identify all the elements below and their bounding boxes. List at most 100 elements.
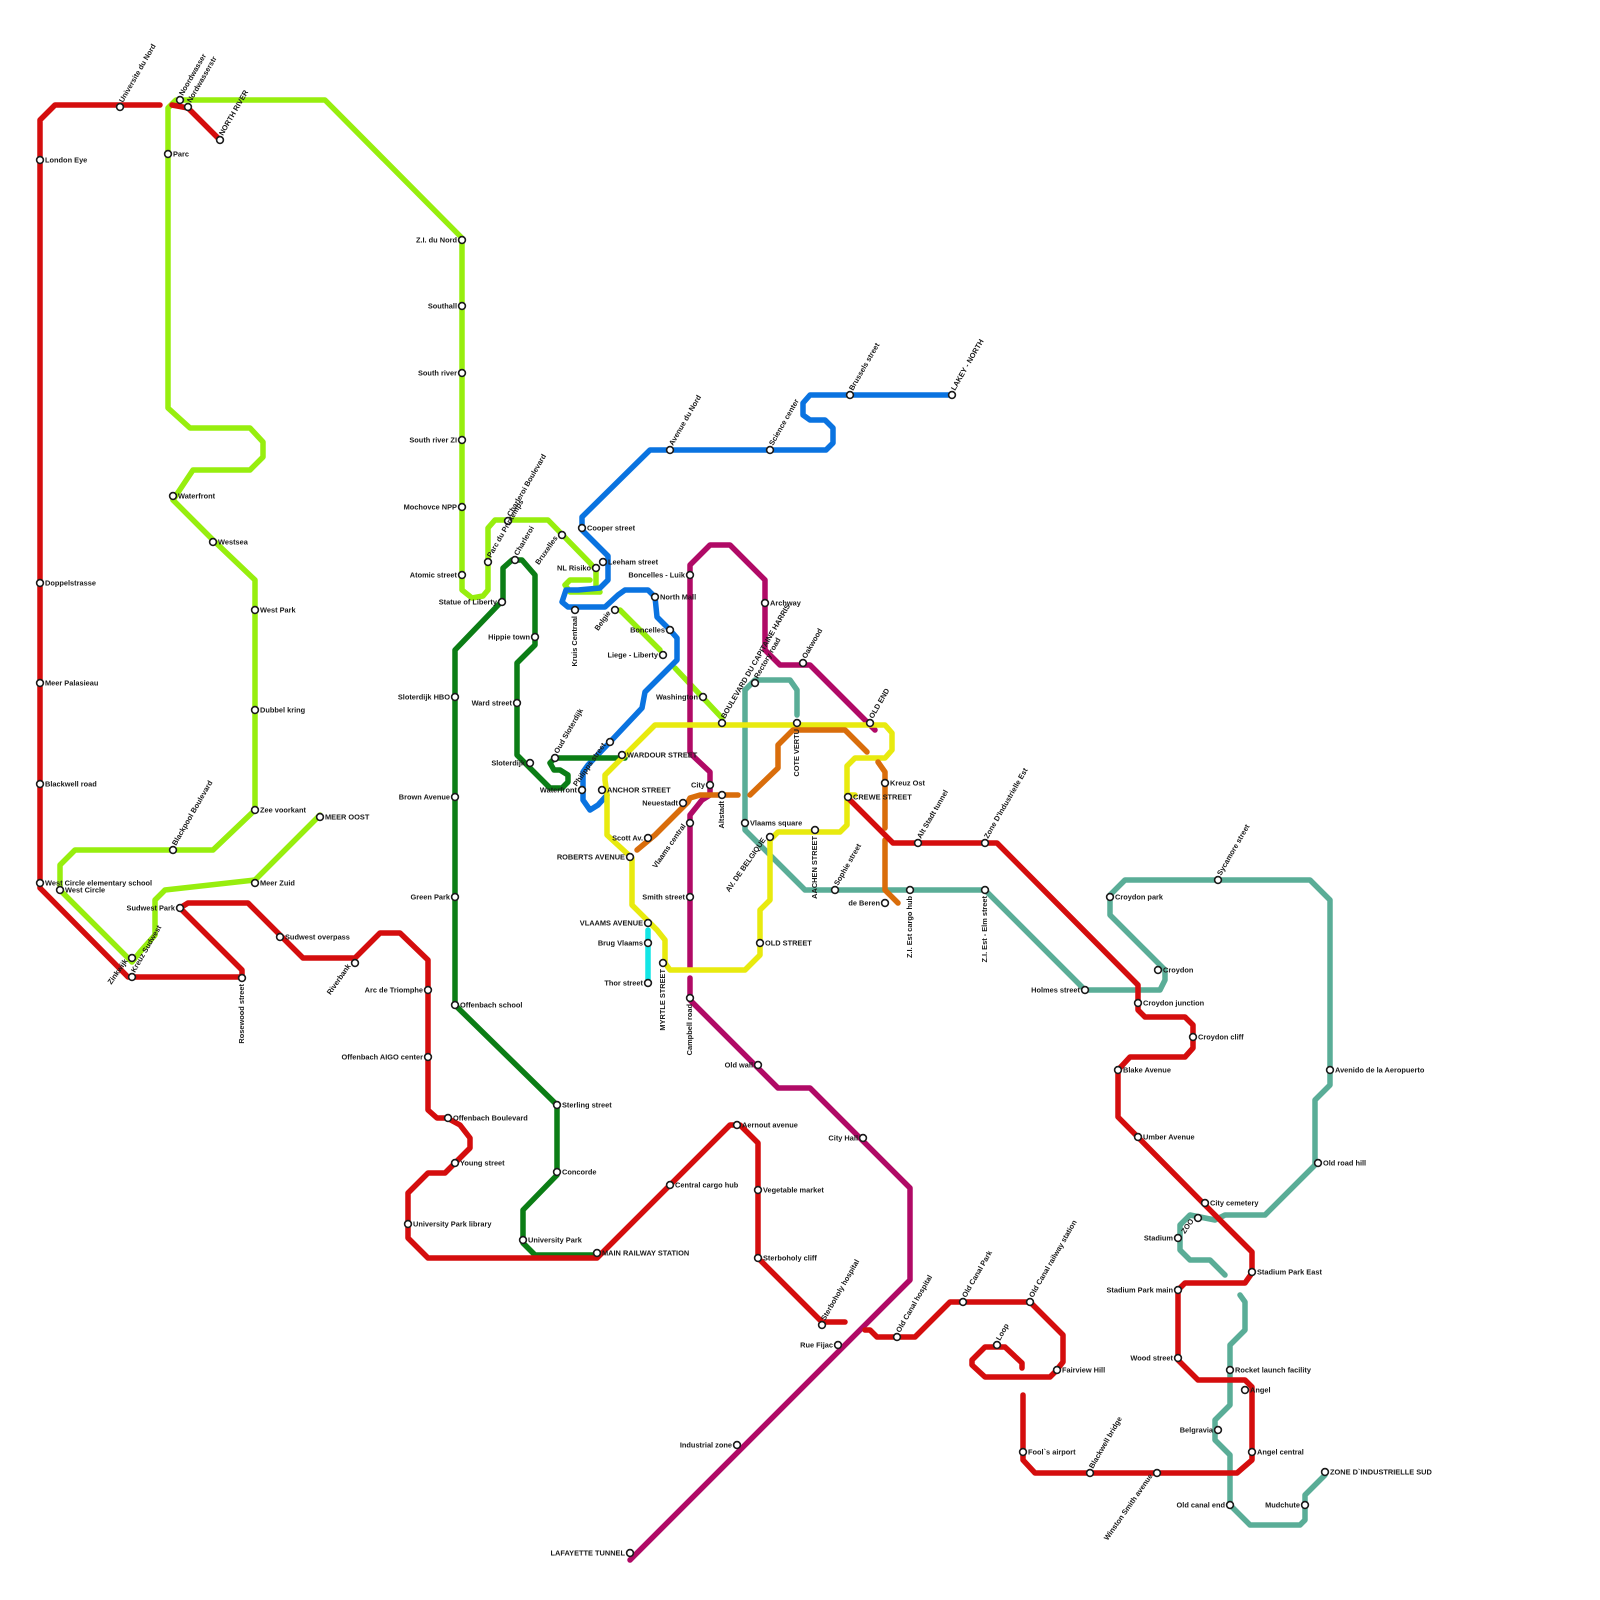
- station-sterboholy-cliff[interactable]: [755, 1255, 762, 1262]
- station-offenbach-aigo[interactable]: [425, 1054, 432, 1061]
- station-brown-avenue[interactable]: [452, 794, 459, 801]
- station-stadium-park-east[interactable]: [1249, 1269, 1256, 1276]
- station-bruxelles[interactable]: [559, 532, 566, 539]
- station-belgravia[interactable]: [1215, 1427, 1222, 1434]
- station-main-railway[interactable]: [594, 1250, 601, 1257]
- station-smith-street[interactable]: [687, 894, 694, 901]
- station-zone-industrielle-sud[interactable]: [1322, 1469, 1329, 1476]
- station-west-park[interactable]: [252, 607, 259, 614]
- station-angel[interactable]: [1242, 1387, 1249, 1394]
- station-zee-voorkant[interactable]: [252, 807, 259, 814]
- station-scott-av[interactable]: [645, 835, 652, 842]
- station-sudwest-park[interactable]: [177, 905, 184, 912]
- station-old-road-hill[interactable]: [1315, 1160, 1322, 1167]
- station-rocket-launch[interactable]: [1227, 1367, 1234, 1374]
- station-cooper-street[interactable]: [579, 525, 586, 532]
- station-statue-of-liberty[interactable]: [499, 599, 506, 606]
- station-offenbach-school[interactable]: [452, 1002, 459, 1009]
- station-university-park-library[interactable]: [405, 1221, 412, 1228]
- station-sloterdijk[interactable]: [527, 760, 534, 767]
- station-av-de-belgique[interactable]: [767, 834, 774, 841]
- station-myrtle-street[interactable]: [660, 960, 667, 967]
- station-zi-du-nord[interactable]: [459, 237, 466, 244]
- station-waterfront-w[interactable]: [170, 493, 177, 500]
- station-loop[interactable]: [994, 1342, 1001, 1349]
- station-aernout-avenue[interactable]: [734, 1122, 741, 1129]
- station-belgie[interactable]: [612, 607, 619, 614]
- station-waterfront-c[interactable]: [579, 787, 586, 794]
- station-winston-smith[interactable]: [1154, 1470, 1161, 1477]
- station-blackwell-bridge[interactable]: [1087, 1470, 1094, 1477]
- station-atomic-street[interactable]: [459, 572, 466, 579]
- station-crewe-street[interactable]: [845, 794, 852, 801]
- station-blake-avenue[interactable]: [1115, 1067, 1122, 1074]
- station-offenbach-boulevard[interactable]: [445, 1115, 452, 1122]
- station-kreuz-ost[interactable]: [882, 780, 889, 787]
- station-green-park[interactable]: [452, 894, 459, 901]
- station-rue-fijac[interactable]: [835, 1342, 842, 1349]
- station-central-cargo-hub[interactable]: [667, 1182, 674, 1189]
- station-holmes-street[interactable]: [1082, 987, 1089, 994]
- station-london-eye[interactable]: [37, 157, 44, 164]
- station-kreuz-sudwest[interactable]: [129, 974, 136, 981]
- station-sophie-street[interactable]: [832, 887, 839, 894]
- station-sterboholy-hospital[interactable]: [819, 1322, 826, 1329]
- station-meer-oost[interactable]: [317, 814, 324, 821]
- station-mudchute[interactable]: [1302, 1502, 1309, 1509]
- station-zi-est-elm[interactable]: [982, 887, 989, 894]
- station-city-hall[interactable]: [860, 1135, 867, 1142]
- station-liege-liberty[interactable]: [660, 652, 667, 659]
- station-parc-du-printemps[interactable]: [485, 559, 492, 566]
- station-zone-industrielle-est[interactable]: [982, 840, 989, 847]
- station-blackwell-road[interactable]: [37, 781, 44, 788]
- station-campbell-road[interactable]: [687, 995, 694, 1002]
- station-old-end[interactable]: [867, 720, 874, 727]
- station-south-river[interactable]: [459, 370, 466, 377]
- station-croydon[interactable]: [1155, 967, 1162, 974]
- station-leeham-street[interactable]: [600, 559, 607, 566]
- station-meer-palasieau[interactable]: [37, 680, 44, 687]
- station-nordwasserstr[interactable]: [185, 104, 192, 111]
- station-doppelstrasse[interactable]: [37, 580, 44, 587]
- station-croydon-cliff[interactable]: [1190, 1034, 1197, 1041]
- station-mochovce-npp[interactable]: [459, 504, 466, 511]
- station-industrial-zone[interactable]: [734, 1442, 741, 1449]
- station-roberts-avenue[interactable]: [627, 854, 634, 861]
- station-umber-avenue[interactable]: [1135, 1134, 1142, 1141]
- station-city[interactable]: [707, 782, 714, 789]
- station-aachen-street[interactable]: [812, 827, 819, 834]
- station-avenue-du-nord[interactable]: [667, 447, 674, 454]
- station-concorde[interactable]: [554, 1169, 561, 1176]
- station-alt-stadt-tunnel[interactable]: [915, 840, 922, 847]
- station-kruis-centraal[interactable]: [572, 607, 579, 614]
- station-parc[interactable]: [165, 151, 172, 158]
- station-north-mall[interactable]: [652, 594, 659, 601]
- station-old-canal-park[interactable]: [960, 1299, 967, 1306]
- station-sudwest-overpass[interactable]: [277, 934, 284, 941]
- station-university-park[interactable]: [520, 1237, 527, 1244]
- station-croydon-junction[interactable]: [1135, 1000, 1142, 1007]
- station-cote-vertu[interactable]: [794, 720, 801, 727]
- station-old-wall[interactable]: [755, 1062, 762, 1069]
- station-science-center[interactable]: [767, 447, 774, 454]
- station-nl-risiko[interactable]: [593, 565, 600, 572]
- station-charleroi[interactable]: [512, 557, 519, 564]
- station-vegetable-market[interactable]: [755, 1187, 762, 1194]
- station-de-beren[interactable]: [882, 900, 889, 907]
- station-vlaams-avenue[interactable]: [645, 920, 652, 927]
- station-angel-central[interactable]: [1249, 1449, 1256, 1456]
- station-wood-street[interactable]: [1175, 1355, 1182, 1362]
- station-altstadt[interactable]: [719, 792, 726, 799]
- station-zi-est-cargo[interactable]: [907, 887, 914, 894]
- station-croydon-park[interactable]: [1107, 894, 1114, 901]
- station-philipps-street[interactable]: [607, 739, 614, 746]
- station-anchor-street[interactable]: [599, 787, 606, 794]
- station-fools-airport[interactable]: [1020, 1449, 1027, 1456]
- station-arc-de-triomphe[interactable]: [425, 987, 432, 994]
- station-noordwasser[interactable]: [177, 97, 184, 104]
- station-fairview-hill[interactable]: [1054, 1367, 1061, 1374]
- station-old-canal-end[interactable]: [1227, 1502, 1234, 1509]
- station-north-river[interactable]: [217, 137, 224, 144]
- station-old-canal-hospital[interactable]: [894, 1334, 901, 1341]
- station-dubbel-kring[interactable]: [252, 707, 259, 714]
